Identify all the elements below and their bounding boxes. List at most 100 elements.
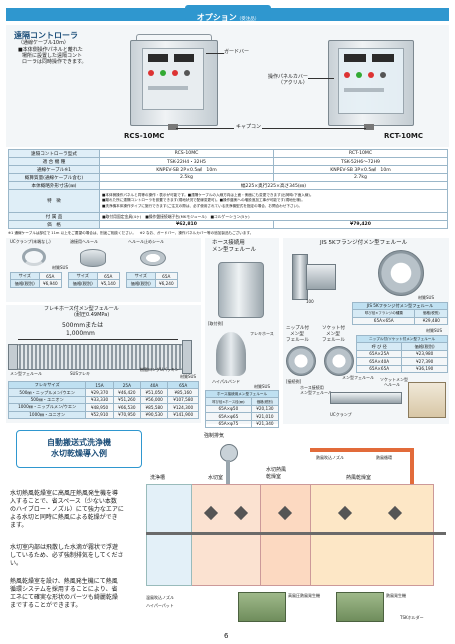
jis-flange-front-image — [378, 250, 424, 296]
hose-title-1: ホース接続用 — [212, 240, 245, 246]
table-row: 遠隔コントローラ型式 RCS-10MC RCT-10MC — [8, 149, 449, 158]
table-row: 1000㎜・ニップルメン/ウエン ¥48,950 ¥66,530 ¥85,580… — [7, 403, 199, 412]
table-row: 65A×65A¥36,190 — [355, 364, 448, 373]
table-row: 500㎜・ニップルメン/ウエン ¥29,370 ¥46,420 ¥51,050 … — [7, 388, 199, 397]
flex-cell: 500㎜・ユニオン — [7, 395, 87, 405]
table-row: JIS 5Kフランジ付メン型フェルール — [352, 301, 448, 311]
table-row: ホース接続用メン型フェルール — [205, 389, 279, 399]
table-row: ニップル付/ソケット付メン型フェルール — [356, 334, 448, 344]
nipple-cell: ¥36,190 — [401, 364, 448, 373]
nipple-label-1a: ニップル付 — [286, 326, 309, 331]
jis-dim: 100 — [306, 299, 314, 304]
diagram-hot-duct — [310, 448, 414, 452]
callout-panel-cover: 操作パネルカバー — [268, 74, 308, 80]
flex-length-2: 1,000mm — [66, 330, 95, 337]
spec-cell: RCT-10MC — [272, 149, 449, 158]
feature-line: ■離れた所に遠隔コントローラを設置できます(現地状況で配線変更可)。■操作盤側へ… — [102, 198, 305, 203]
table-row: 呼び径×フランジの種類価格(税別) — [351, 309, 448, 318]
diagram-heater-2-label: 熱風発生機 — [386, 593, 406, 598]
spec-cell: 価 格 — [8, 220, 100, 229]
size-label: サイズ — [126, 271, 156, 281]
diagram-drain-dry-1: 水切熱風 — [266, 467, 287, 473]
jis-cell: 65A×65A — [351, 316, 416, 326]
mounting-band-label: ハイパルバンド — [212, 379, 241, 384]
weld-ferrule-image — [80, 249, 106, 267]
size-label: サイズ — [10, 271, 40, 281]
table-row: 通線ケーブル※1 KNPEV-SB 2P×0.5㎟ 10m KNPEV-SB 3… — [8, 165, 449, 174]
spec-cell: ■取付用固定金具(4ヶ) ■操作盤接続端子台(MKモジュール) ■コルゲーション… — [99, 212, 448, 221]
spec-cell: TSK-52H6～72H9 — [272, 157, 449, 166]
spec-cell: 特 徴 — [8, 189, 100, 213]
table-row: 呼 び 径価格(税別) — [355, 342, 448, 351]
flex-cell: ¥85,580 — [140, 403, 169, 412]
flex-hose-image — [14, 344, 186, 370]
socket-label-1a: ソケット付 — [322, 326, 345, 331]
table-row: 65A×25A¥23,980 — [355, 349, 448, 359]
nipple-cell: 65A×65A — [355, 364, 403, 373]
diagram-exhaust-duct — [226, 460, 230, 484]
size-value: 65A — [38, 271, 63, 281]
diagram-drain-dry-2: 乾燥室 — [266, 474, 282, 480]
spec-cell: 2.5kg — [99, 173, 274, 182]
spec-cell: 付 属 品 — [8, 212, 100, 221]
clamp-material: 材質SUS — [52, 265, 69, 270]
diagram-hot-air: 熱風乾燥室 — [346, 475, 372, 481]
clamp-label-3: ヘルール止めシール — [128, 239, 164, 244]
para-line: よる水切と同時に熱風による乾燥ができ — [10, 514, 118, 522]
table-row: 500㎜・ユニオン ¥33,330 ¥51,260 ¥56,000 ¥107,5… — [7, 395, 199, 405]
diagram-wash: 洗浄槽 — [150, 475, 166, 481]
flex-cell: 500㎜・ニップルメン/ウエン — [7, 388, 87, 397]
jis-table-title: JIS 5Kフランジ付メン型フェルール — [352, 301, 448, 311]
clamp-label-2: 溶接用ヘルール — [70, 239, 98, 244]
hose-cell: ¥21,340 — [250, 419, 280, 428]
rcs-controller-image — [130, 34, 218, 130]
socket-label-1c: フェルール — [322, 338, 345, 343]
remote-title: 遠隔コントローラ — [14, 31, 78, 40]
flex-cell: ¥51,050 — [140, 388, 169, 397]
remote-desc-1: ■本体側操作パネルと離れた — [18, 47, 83, 53]
flex-cell: ¥46,420 — [112, 388, 142, 397]
flex-header: 65A — [167, 380, 199, 390]
spec-cell: 遠隔コントローラ型式 — [8, 149, 100, 158]
price-label: 価格(税別) — [126, 279, 156, 288]
rct-controller-image — [328, 40, 414, 132]
remote-spec-table: 遠隔コントローラ型式 RCS-10MC RCT-10MC 適 合 機 種 TSK… — [8, 149, 449, 229]
diagram-heater-1 — [238, 592, 286, 622]
flex-cell: ¥141,900 — [167, 410, 199, 419]
flex-label-ferrule: メン型フェルール — [10, 371, 42, 376]
spec-features: ■本体側操作パネルと同等の操作・表示が可能です。■遠隔ケーブルの入線方向は上面・… — [99, 189, 448, 213]
socket-ferrule-image — [324, 346, 354, 376]
nipple-col: 価格(税別) — [401, 342, 448, 351]
para-line: 入することで、省スペース（少ない本数 — [10, 498, 117, 506]
table-row: 65A×φ75¥21,340 — [205, 419, 280, 428]
table-row: 65A×φ50¥20,130 — [205, 404, 280, 414]
diagram-hot-duct-down — [410, 448, 414, 484]
flex-header: 25A — [112, 380, 142, 390]
spec-cell: 2.7kg — [272, 173, 449, 182]
nipple-label-1b: メン型 — [290, 332, 304, 337]
clamp-label-1: UCクランプ(末端なし) — [10, 239, 51, 244]
diagram-room-hot — [310, 484, 434, 586]
flex-header: フレキサイズ — [7, 380, 87, 390]
diagram-exhaust: 強制排気 — [204, 433, 225, 439]
conveyor-para-2: 水切室内部は飛散した水滴が霧状で浮遊 しているため、必ず強制排気をしてくださ い… — [10, 544, 123, 568]
para-line: 循環システムを採用することにより、省 — [10, 586, 118, 594]
header-title-box: オプション（受注品） — [185, 5, 271, 22]
price-value: ¥6,940 — [38, 279, 63, 288]
table-row: 適 合 機 種 TSK-22H4・32H5 TSK-52H6～72H9 — [8, 157, 449, 166]
nipple-ferrule-image — [286, 346, 316, 376]
table-row: 65A×φ65¥21,010 — [205, 412, 280, 421]
nipple-cell: 65A×40A — [355, 357, 403, 366]
jis-title: JIS 5Kフランジ付メン型フェルール — [320, 240, 408, 246]
table-row: 65A×65A¥29,480 — [351, 316, 448, 326]
size-value: 65A — [154, 271, 179, 281]
flex-cell: ¥33,330 — [85, 395, 114, 405]
table-row: 付 属 品 ■取付用固定金具(4ヶ) ■操作盤接続端子台(MKモジュール) ■コ… — [8, 212, 448, 221]
flex-cell: ¥70,950 — [112, 410, 142, 419]
table-row: 価 格 ¥62,810 ¥79,420 — [8, 220, 449, 229]
conveyor-title-1: 自動搬送式洗浄機 — [47, 438, 111, 447]
jis-cell: ¥29,480 — [414, 316, 448, 326]
